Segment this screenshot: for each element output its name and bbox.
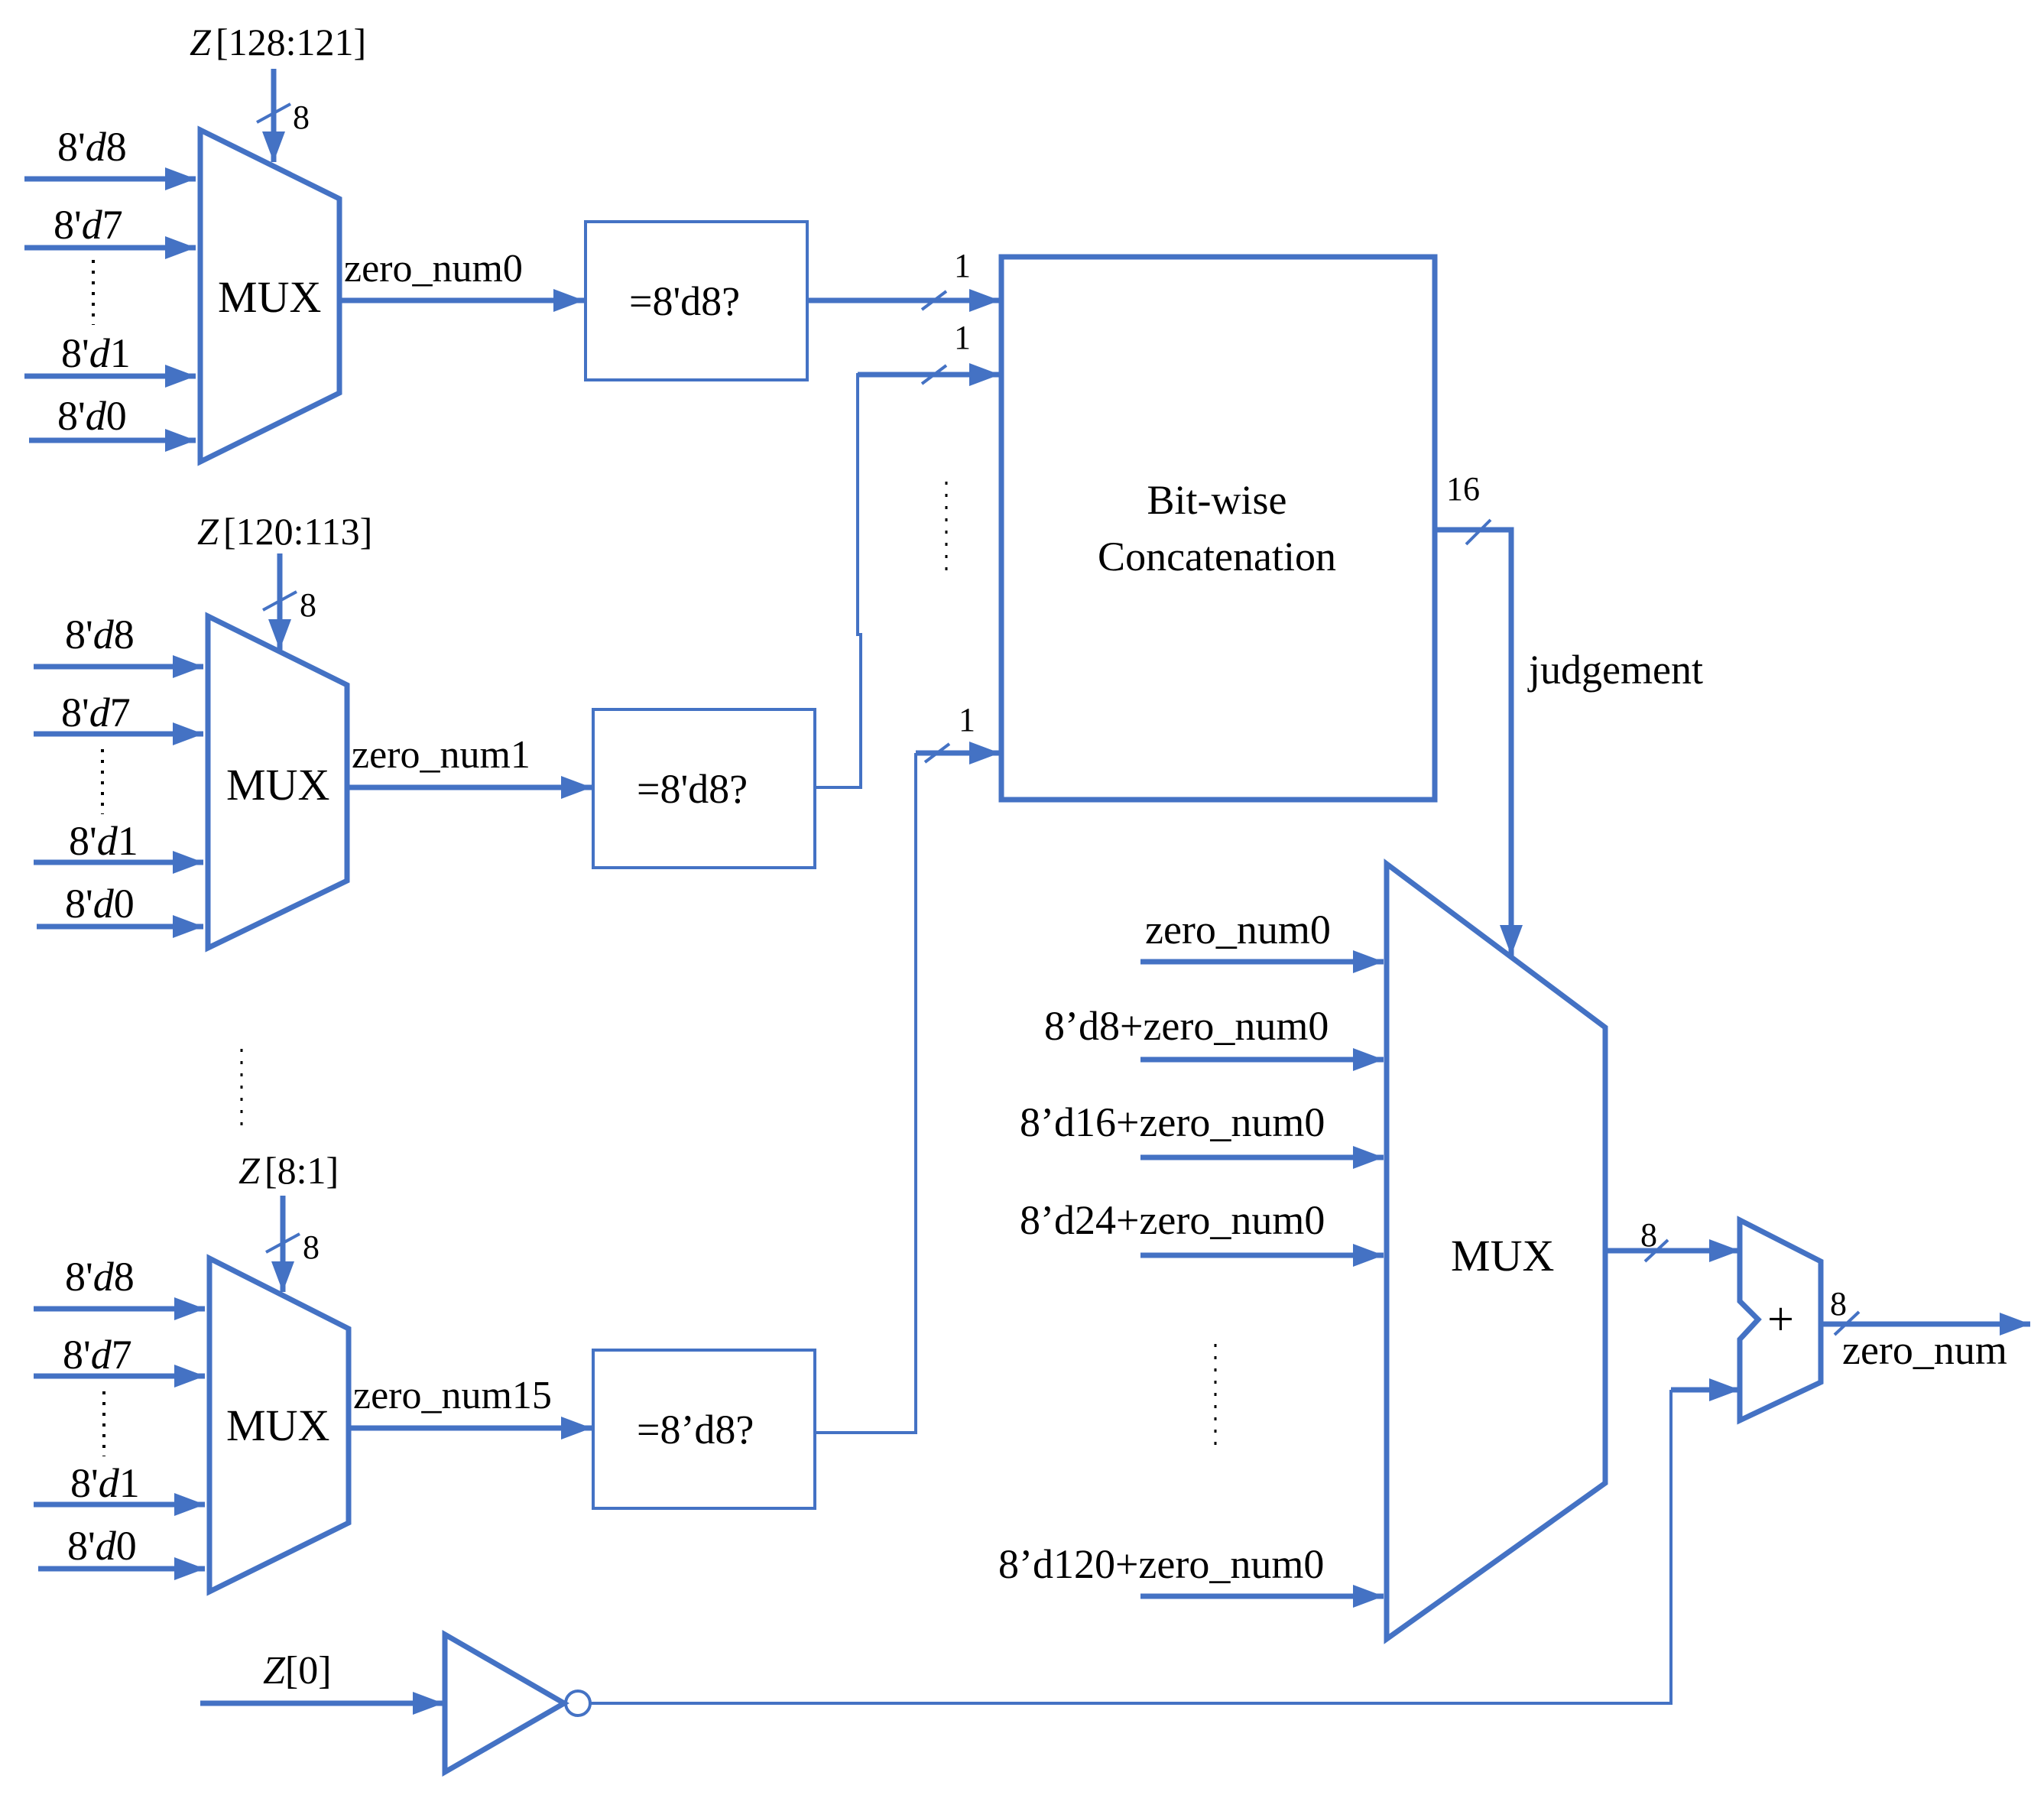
mux-15-input-3: 8'd0 <box>67 1523 137 1569</box>
inverter-group: Z[0] <box>200 1378 1740 1777</box>
mux-15-input-0: 8'd8 <box>65 1254 135 1300</box>
mux-1-input-3: 8'd0 <box>65 881 135 927</box>
compare-label-1: =8'd8? <box>637 766 748 812</box>
final-mux-input-1: 8’d8+zero_num0 <box>1044 1003 1329 1049</box>
final-mux-input-3: 8’d24+zero_num0 <box>1020 1197 1325 1243</box>
final-mux-input-2: 8’d16+zero_num0 <box>1020 1099 1325 1145</box>
mux-0-label: MUX <box>218 272 321 322</box>
mux-0-input-2: 8'd1 <box>61 330 131 376</box>
concat-input-wires: 1 1 1 <box>807 247 1000 1434</box>
compare-label-15: =8’d8? <box>637 1407 754 1453</box>
mux-15-body <box>206 1254 352 1596</box>
select-label-15-rest: [8:1] <box>264 1149 339 1192</box>
select-label-1: Z <box>197 510 219 553</box>
final-mux-group: MUX zero_num0 8’d8+zero_num0 8’d16+zero_… <box>998 859 1740 1644</box>
concat-in-bit-1: 1 <box>954 319 971 356</box>
adder-body <box>1737 1216 1824 1425</box>
stage-mux-15-group: Z [8:1] 8 MUX 8'd8 8'd7 8'd1 8'd0 zero_n… <box>34 1149 816 1596</box>
final-mux-body <box>1384 859 1608 1644</box>
concat-label-line1: Bit-wise <box>1147 477 1287 523</box>
concat-label-line2: Concatenation <box>1098 534 1336 579</box>
concat-in-bit-0: 1 <box>954 247 971 284</box>
final-mux-out-bits: 8 <box>1640 1216 1657 1254</box>
final-mux-label: MUX <box>1451 1231 1554 1281</box>
adder-symbol: + <box>1767 1294 1794 1345</box>
select-bus-width-15: 8 <box>303 1229 320 1266</box>
mux-1-input-2: 8'd1 <box>69 818 138 864</box>
compare-box-15 <box>592 1349 816 1510</box>
mux-15-input-1: 8'd7 <box>63 1332 132 1378</box>
adder-out-bits: 8 <box>1830 1285 1847 1323</box>
compare-label-0: =8'd8? <box>629 278 740 324</box>
mux-0-output-label: zero_num0 <box>344 247 523 291</box>
mux-15-input-2: 8'd1 <box>70 1460 140 1506</box>
mux-1-label: MUX <box>226 760 329 810</box>
mux-1-input-0: 8'd8 <box>65 612 135 657</box>
mux-1-output-label: zero_num1 <box>352 733 530 777</box>
adder-output-label: zero_num <box>1842 1327 2007 1373</box>
select-label-0: Z <box>190 21 212 63</box>
inverter-input-label: Z[0] <box>263 1649 332 1693</box>
select-label-0-rest: [128:121] <box>216 21 366 63</box>
mux-0-input-3: 8'd0 <box>57 393 127 439</box>
select-label-15: Z <box>238 1149 261 1192</box>
judgement-label: judgement <box>1527 647 1703 693</box>
concat-out-bits: 16 <box>1446 470 1480 508</box>
inverter-body <box>442 1629 570 1777</box>
select-bus-width-1: 8 <box>300 586 316 624</box>
mux-15-output-label: zero_num15 <box>353 1374 552 1417</box>
final-mux-input-0: zero_num0 <box>1145 907 1331 953</box>
final-mux-input-4: 8’d120+zero_num0 <box>998 1541 1324 1587</box>
inverter-input-rest: [0] <box>285 1649 332 1693</box>
select-label-1-rest: [120:113] <box>223 510 372 553</box>
concat-block <box>998 254 1438 803</box>
mux-0-input-0: 8'd8 <box>57 124 127 170</box>
stage-mux-1-group: Z [120:113] 8 MUX 8'd8 8'd7 8'd1 8'd0 ze… <box>34 510 816 953</box>
select-bus-width-0: 8 <box>293 99 310 136</box>
concat-block-group: Bit-wise Concatenation 16 judgement <box>998 254 1703 956</box>
adder-group: + 8 zero_num <box>1737 1216 2030 1425</box>
stage-mux-0-group: Z [128:121] 8 MUX 8'd8 8'd7 8'd1 8'd0 ze… <box>24 21 809 466</box>
mux-0-body <box>197 125 342 466</box>
mux-0-input-1: 8'd7 <box>54 202 123 248</box>
mux-1-input-1: 8'd7 <box>61 690 131 735</box>
concat-in-bit-2: 1 <box>959 701 975 738</box>
mux-1-body <box>205 612 350 953</box>
mux-15-label: MUX <box>226 1401 329 1450</box>
